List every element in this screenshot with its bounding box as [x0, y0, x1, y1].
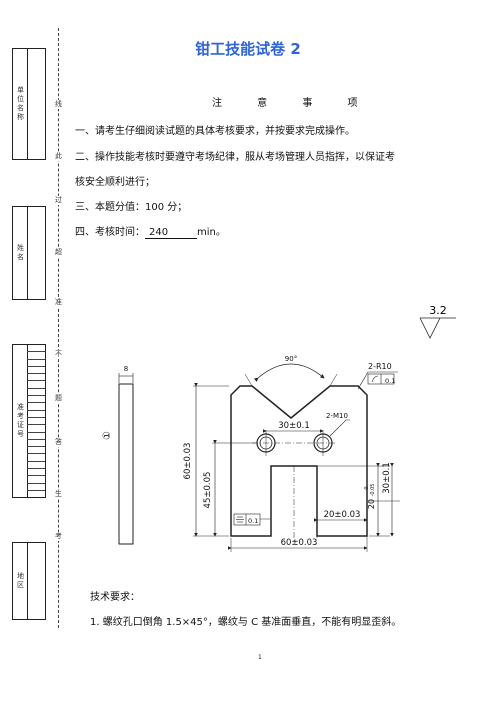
cut-word: 题	[54, 394, 63, 403]
cut-word: 不	[54, 350, 63, 359]
height-30-label: 30±0.1	[382, 462, 392, 493]
width-total-label: 60±0.03	[281, 538, 318, 548]
roughness-value: 3.2	[429, 304, 447, 317]
time-value: 240	[145, 227, 197, 239]
page-number: 1	[258, 654, 262, 661]
tech-heading: 技术要求：	[90, 592, 140, 603]
slot-depth-tol-upper: 0	[364, 486, 370, 489]
time-label: 四、考核时间：	[75, 227, 145, 238]
notice-heading: 注 意 事 项	[212, 98, 374, 109]
unit-name-box: 单位名称	[12, 48, 46, 160]
part-outline	[230, 385, 368, 537]
time-unit: min。	[197, 227, 226, 238]
cut-word: 此	[54, 152, 63, 161]
cut-word: 准	[54, 298, 63, 307]
slot-width-label: 20±0.03	[324, 510, 361, 520]
roughness-symbol: 3.2	[419, 304, 456, 339]
binding-cut-line	[58, 28, 59, 628]
tech-item: 1. 螺纹孔口倒角 1.5×45°，螺纹与 C 基准面垂直，不能有明显歪斜。	[90, 617, 402, 628]
name-box: 姓名	[12, 206, 46, 300]
region-label: 地区	[16, 572, 25, 590]
note-line: 核安全顺利进行；	[75, 177, 155, 188]
exam-number-label: 准考证号	[16, 403, 25, 439]
note-line: 二、操作技能考核时要遵守考场纪律，服从考场管理人员指挥，以保证考	[75, 152, 395, 163]
note-line: 一、请考生仔细阅读试题的具体考核要求，并按要求完成操作。	[75, 126, 355, 137]
thread-label: 2-M10	[326, 412, 348, 420]
exam-number-cells	[27, 345, 45, 497]
thickness-label: 8	[124, 365, 128, 373]
radius-label: 2-R10	[368, 362, 392, 371]
exam-number-box: 准考证号	[12, 344, 46, 498]
cut-word: 考	[54, 532, 63, 541]
side-view	[118, 383, 134, 545]
angle-label: 90°	[285, 355, 297, 363]
page-title: 钳工技能试卷 2	[195, 40, 301, 58]
name-label: 姓名	[16, 244, 25, 262]
cut-word: 过	[54, 196, 63, 205]
symmetry-tol: 0.1	[248, 517, 258, 525]
cut-word: 生	[54, 490, 63, 499]
cut-word: 超	[54, 248, 63, 257]
height-total-label: 60±0.03	[183, 443, 193, 480]
flatness-tol: 0.1	[385, 377, 395, 385]
unit-name-label: 单位名称	[16, 86, 25, 122]
datum-symbol: ①	[102, 431, 113, 440]
note-line: 三、本题分值：100 分；	[75, 202, 188, 213]
slot-depth-label: 20	[367, 499, 376, 509]
height-holes-label: 45±0.05	[203, 472, 213, 509]
hole-distance-label: 30±0.1	[278, 421, 309, 431]
cut-word: 线	[54, 100, 63, 109]
cut-word: 答	[54, 438, 63, 447]
slot-depth-tol-lower: -0.05	[370, 484, 376, 497]
region-box: 地区	[12, 542, 46, 620]
